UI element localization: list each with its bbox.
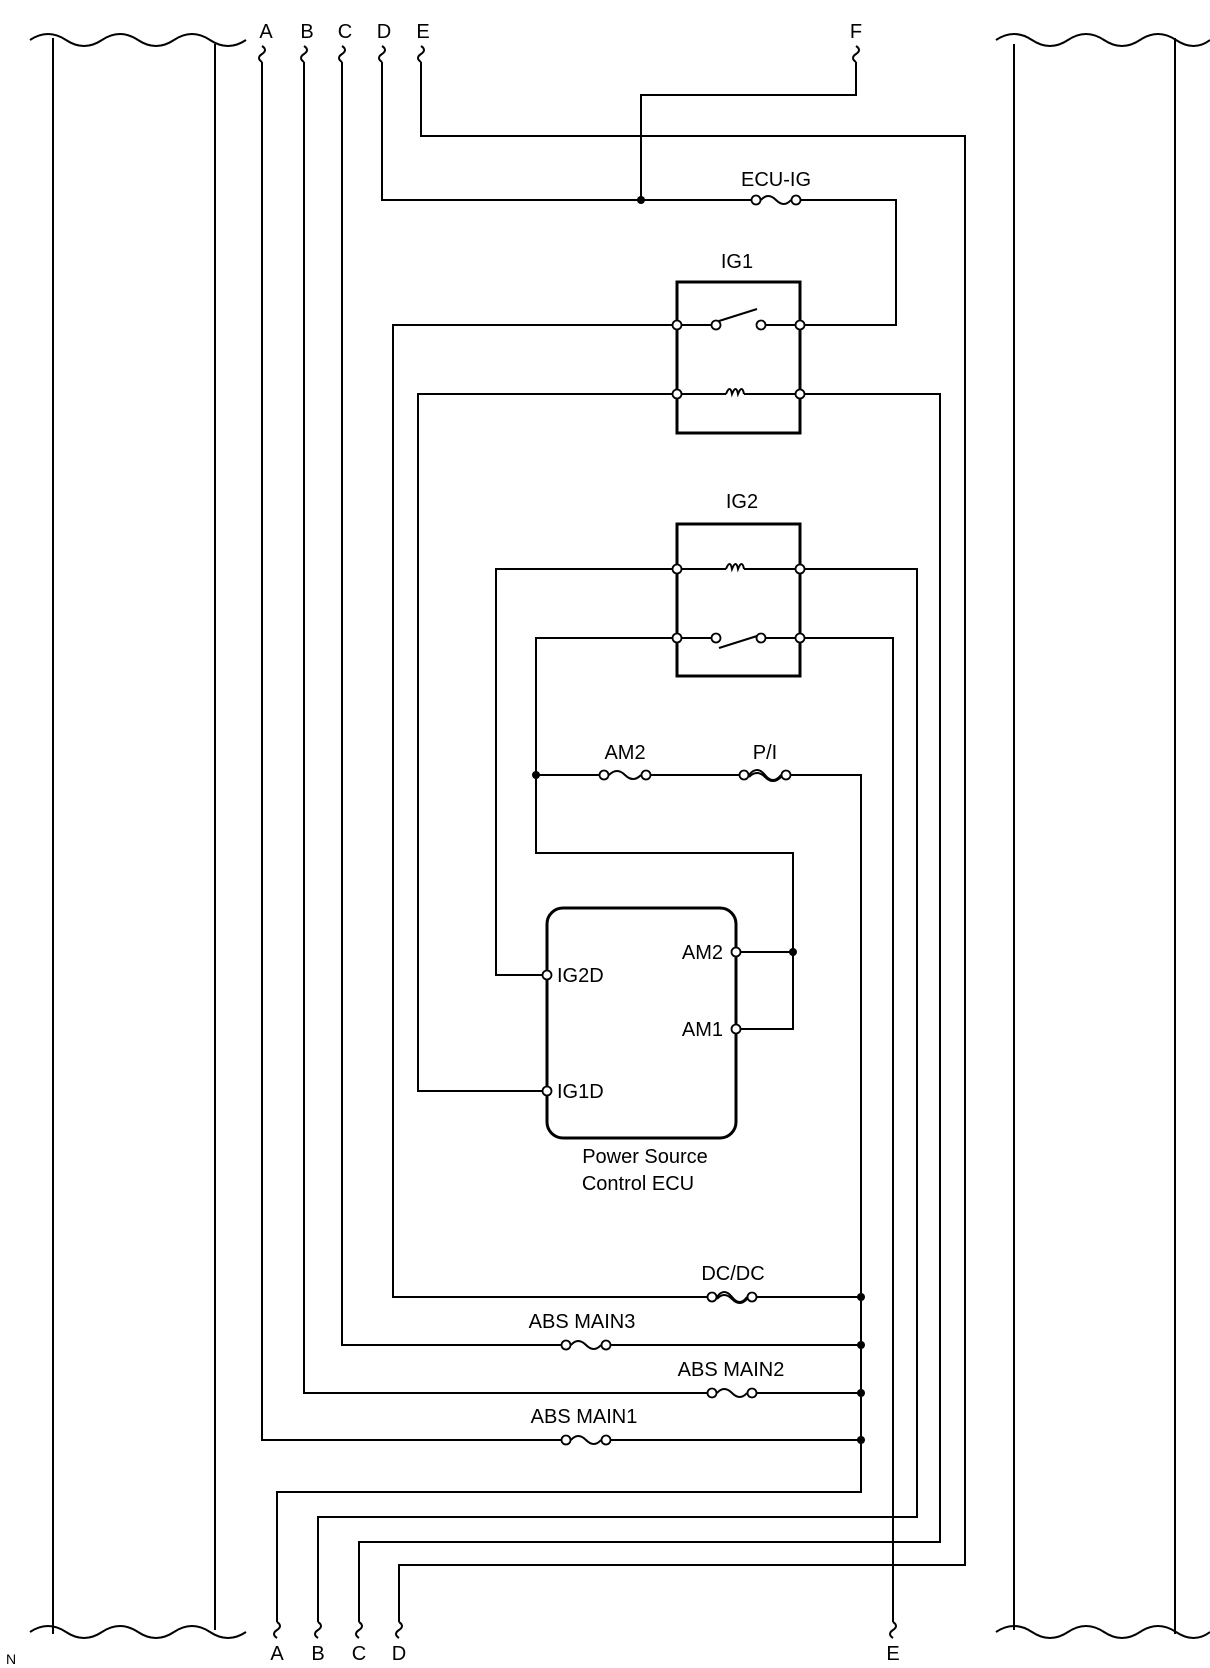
wires (261, 62, 966, 1622)
ecu-pin-am2: AM2 (682, 942, 723, 964)
bottom-break-marks (273, 1621, 897, 1639)
fuse-abs-main2-label: ABS MAIN2 (678, 1359, 785, 1381)
relay-ig2: IG2 (671, 491, 806, 678)
connector-top-f: F (850, 21, 862, 43)
fuse-abs-main1-label: ABS MAIN1 (531, 1406, 638, 1428)
relay-ig2-label: IG2 (726, 491, 758, 513)
relay-ig1: IG1 (671, 251, 806, 435)
ecu-name-line1: Power Source (582, 1146, 708, 1168)
connector-top-b: B (300, 21, 313, 43)
fuse-dcdc: DC/DC (701, 1263, 765, 1304)
connector-top-c: C (338, 21, 352, 43)
fuse-dcdc-label: DC/DC (701, 1263, 764, 1285)
corner-label: N (6, 1651, 16, 1667)
connector-bottom-c: C (352, 1643, 366, 1665)
fuse-abs-main1: ABS MAIN1 (531, 1406, 638, 1446)
fuse-ecu-ig-label: ECU-IG (741, 169, 811, 191)
fuse-abs-main3: ABS MAIN3 (529, 1311, 636, 1351)
relay-ig1-label: IG1 (721, 251, 753, 273)
ecu-pin-ig2d: IG2D (557, 965, 604, 987)
fuse-abs-main3-label: ABS MAIN3 (529, 1311, 636, 1333)
left-junction-block (29, 33, 247, 1639)
fuse-ecu-ig: ECU-IG (741, 169, 811, 206)
fuse-am2-label: AM2 (604, 742, 645, 764)
ecu-name-line2: Control ECU (582, 1173, 694, 1195)
connector-top-d: D (377, 21, 391, 43)
connector-bottom-a: A (270, 1643, 284, 1665)
connector-bottom-b: B (311, 1643, 324, 1665)
fuse-am2: AM2 (598, 742, 652, 781)
top-break-marks (258, 45, 860, 63)
fuse-abs-main2: ABS MAIN2 (678, 1359, 785, 1399)
connector-top-e: E (416, 21, 429, 43)
connector-top-a: A (259, 21, 273, 43)
power-source-control-ecu: AM2 AM1 IG2D IG1D Power Source Control E… (541, 906, 742, 1195)
fuse-pi: P/I (738, 742, 792, 782)
fuse-pi-label: P/I (753, 742, 777, 764)
right-junction-block (995, 33, 1210, 1639)
ecu-pin-am1: AM1 (682, 1019, 723, 1041)
connector-bottom-d: D (392, 1643, 406, 1665)
ecu-pin-ig1d: IG1D (557, 1081, 604, 1103)
connector-bottom-e: E (886, 1643, 899, 1665)
junction-dots (532, 196, 865, 1444)
